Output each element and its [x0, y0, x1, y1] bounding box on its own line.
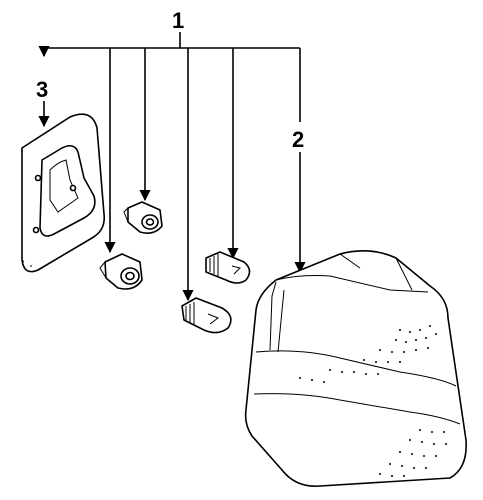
bulb-socket-icon — [123, 201, 163, 234]
bulb-socket-icon — [99, 253, 143, 290]
callout-1-leader — [38, 32, 301, 302]
bulb-icon — [205, 251, 251, 284]
callout-1-label: 1 — [172, 8, 184, 33]
tail-lamp-icon — [244, 250, 467, 487]
callout-3-label: 3 — [36, 77, 48, 102]
bulb-icon — [181, 297, 232, 334]
callout-2-label: 2 — [292, 127, 304, 152]
gasket-icon — [21, 113, 106, 273]
reflector-pattern — [299, 325, 447, 477]
